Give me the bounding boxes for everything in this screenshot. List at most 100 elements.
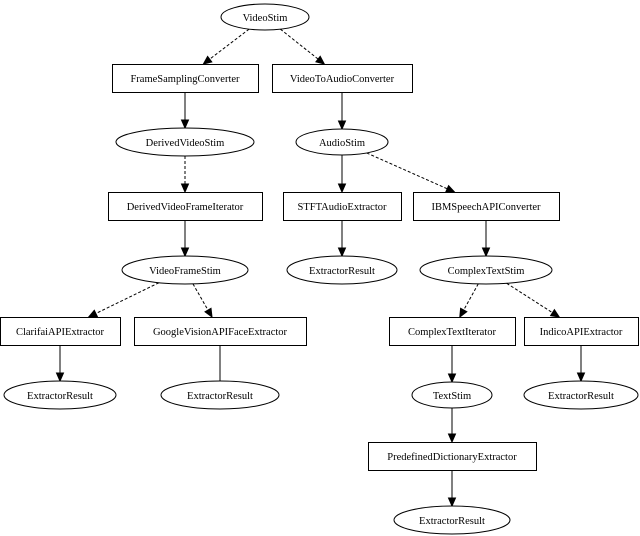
- node-label: FrameSamplingConverter: [130, 74, 240, 85]
- edge-line: [463, 283, 479, 311]
- predefined-dictionary-extractor-node: PredefinedDictionaryExtractor: [368, 442, 537, 471]
- node-label: IndicoAPIExtractor: [540, 327, 623, 338]
- ellipse-shape: [419, 255, 553, 285]
- edge-line: [209, 28, 250, 60]
- node-label: GoogleVisionAPIFaceExtractor: [153, 327, 288, 338]
- ibm-speech-api-converter-node: IBMSpeechAPIConverter: [413, 192, 560, 221]
- arrowhead-icon: [55, 372, 65, 383]
- arrowhead-icon: [481, 247, 491, 258]
- node-label: TextStim: [433, 391, 471, 402]
- edge-derivedvideostim-to-derivedframeiter: [180, 156, 190, 194]
- node-label: DerivedVideoFrameIterator: [127, 202, 244, 213]
- edge-line: [192, 283, 209, 311]
- edge-line: [95, 282, 160, 314]
- box-shape: [108, 192, 263, 221]
- arrowhead-icon: [337, 247, 347, 258]
- arrowhead-icon: [447, 433, 457, 444]
- edge-audiostim-to-stft: [337, 155, 347, 194]
- node-label: DerivedVideoStim: [146, 138, 225, 149]
- stft-audio-extractor-node: STFTAudioExtractor: [283, 192, 402, 221]
- extractor-result-stft-node: ExtractorResult: [286, 255, 398, 285]
- edge-videostim-to-framesampling: [202, 28, 250, 65]
- extractor-result-google-node: ExtractorResult: [160, 380, 280, 410]
- arrowhead-icon: [445, 184, 456, 193]
- videostim-node: VideoStim: [220, 3, 310, 31]
- box-shape: [0, 317, 121, 346]
- box-shape: [368, 442, 537, 471]
- arrowhead-icon: [337, 120, 347, 131]
- edge-complextextiter-to-textstim: [447, 345, 457, 384]
- node-label: ComplexTextIterator: [408, 327, 496, 338]
- edge-videoframestim-to-googlevision: [192, 283, 213, 319]
- edge-framesampling-to-derivedvideostim: [180, 92, 190, 130]
- box-shape: [283, 192, 402, 221]
- node-label: ComplexTextStim: [448, 266, 525, 277]
- node-label: VideoToAudioConverter: [290, 74, 395, 85]
- ellipse-shape: [295, 128, 389, 156]
- node-label: PredefinedDictionaryExtractor: [387, 452, 517, 463]
- frame-sampling-converter-node: FrameSamplingConverter: [112, 64, 259, 93]
- edge-videoframestim-to-clarifai: [87, 282, 160, 318]
- ellipse-shape: [121, 255, 249, 285]
- clarifai-api-extractor-node: ClarifaiAPIExtractor: [0, 317, 121, 346]
- arrowhead-icon: [315, 55, 326, 65]
- edge-complextextstim-to-indico: [506, 282, 561, 318]
- node-label: ExtractorResult: [309, 266, 375, 277]
- node-label: VideoFrameStim: [149, 266, 221, 277]
- node-label: ClarifaiAPIExtractor: [16, 327, 105, 338]
- arrowhead-icon: [459, 307, 468, 319]
- video-frame-stim-node: VideoFrameStim: [121, 255, 249, 285]
- box-shape: [413, 192, 560, 221]
- arrowhead-icon: [180, 183, 190, 194]
- derived-video-frame-iterator-node: DerivedVideoFrameIterator: [108, 192, 263, 221]
- audio-stim-node: AudioStim: [295, 128, 389, 156]
- box-shape: [524, 317, 639, 346]
- extractor-result-predefined-node: ExtractorResult: [393, 505, 511, 535]
- ellipse-shape: [393, 505, 511, 535]
- node-label: IBMSpeechAPIConverter: [431, 202, 541, 213]
- ellipse-shape: [411, 381, 493, 409]
- ellipse-shape: [3, 380, 117, 410]
- edge-videotoaudio-to-audiostim: [337, 92, 347, 131]
- ellipse-shape: [115, 127, 255, 157]
- node-label: ExtractorResult: [27, 391, 93, 402]
- complex-text-stim-node: ComplexTextStim: [419, 255, 553, 285]
- arrowhead-icon: [337, 183, 347, 194]
- arrowhead-icon: [447, 497, 457, 508]
- edge-stft-to-result_stft: [337, 220, 347, 258]
- derived-video-stim-node: DerivedVideoStim: [115, 127, 255, 157]
- video-to-audio-converter-node: VideoToAudioConverter: [272, 64, 413, 93]
- node-label: ExtractorResult: [548, 391, 614, 402]
- arrowhead-icon: [180, 247, 190, 258]
- edge-line: [366, 152, 448, 190]
- box-shape: [112, 64, 259, 93]
- edge-indico-to-result_indico: [576, 345, 586, 383]
- text-stim-node: TextStim: [411, 381, 493, 409]
- indico-api-extractor-node: IndicoAPIExtractor: [524, 317, 639, 346]
- edge-line: [280, 28, 319, 60]
- node-label: STFTAudioExtractor: [298, 202, 387, 213]
- edge-predefdict-to-result_predef: [447, 470, 457, 508]
- node-label: ExtractorResult: [187, 391, 253, 402]
- edge-line: [506, 282, 553, 314]
- arrowhead-icon: [549, 308, 561, 318]
- extractor-result-indico-node: ExtractorResult: [523, 380, 639, 410]
- ellipse-shape: [160, 380, 280, 410]
- edge-layer: [55, 28, 586, 508]
- box-shape: [134, 317, 307, 346]
- node-label: ExtractorResult: [419, 516, 485, 527]
- arrowhead-icon: [576, 372, 586, 383]
- edge-complextextstim-to-complextextiter: [459, 283, 479, 319]
- ellipse-shape: [523, 380, 639, 410]
- box-shape: [272, 64, 413, 93]
- node-label: VideoStim: [243, 13, 288, 24]
- edge-textstim-to-predefdict: [447, 408, 457, 444]
- ellipse-shape: [220, 3, 310, 31]
- ellipse-shape: [286, 255, 398, 285]
- edge-ibmspeech-to-complextextstim: [481, 220, 491, 258]
- complex-text-iterator-node: ComplexTextIterator: [389, 317, 516, 346]
- extractor-result-clarifai-node: ExtractorResult: [3, 380, 117, 410]
- box-shape: [389, 317, 516, 346]
- arrowhead-icon: [180, 119, 190, 130]
